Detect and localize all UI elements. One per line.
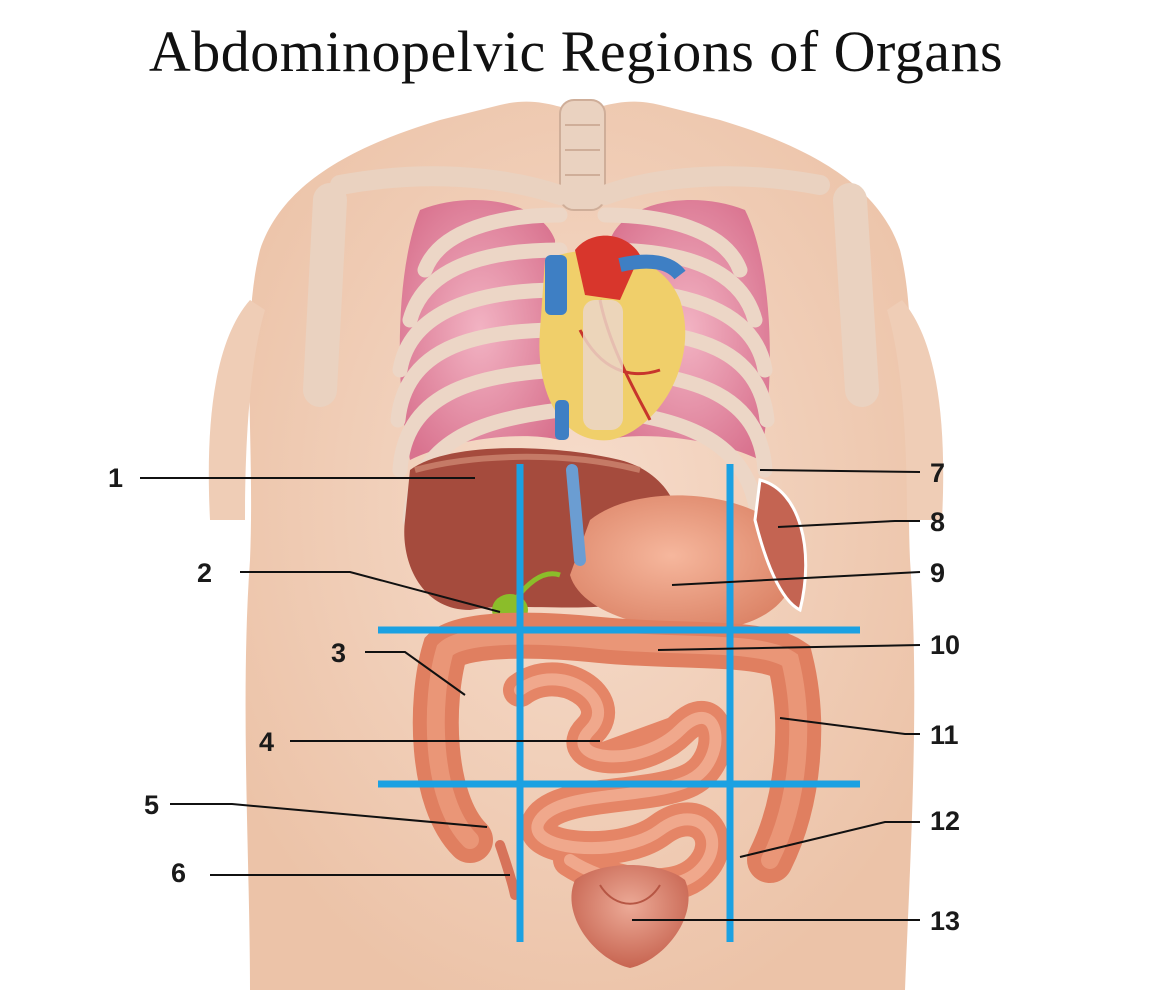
label-4: 4 xyxy=(259,727,274,757)
region-labels: 1 2 3 4 5 6 7 8 9 10 11 12 13 xyxy=(108,458,960,936)
leader-lines xyxy=(140,469,921,921)
leader-line-9 xyxy=(671,571,921,586)
esophagus xyxy=(566,464,586,566)
label-8: 8 xyxy=(930,507,945,537)
label-13: 13 xyxy=(930,906,960,936)
appendix xyxy=(495,840,520,900)
label-6: 6 xyxy=(171,858,186,888)
label-2: 2 xyxy=(197,558,212,588)
label-5: 5 xyxy=(144,790,159,820)
heart xyxy=(539,235,686,441)
label-10: 10 xyxy=(930,630,960,660)
label-11: 11 xyxy=(930,720,959,750)
leader-line-10 xyxy=(657,644,921,651)
label-3: 3 xyxy=(331,638,346,668)
spleen xyxy=(753,478,808,613)
label-7: 7 xyxy=(930,458,945,488)
leader-line-12 xyxy=(739,821,920,858)
leader-line-11 xyxy=(779,717,920,735)
leader-line-3 xyxy=(365,651,466,696)
leader-line-8 xyxy=(777,520,920,528)
large-intestine xyxy=(412,612,822,883)
leader-line-5 xyxy=(170,803,488,828)
clavicles xyxy=(303,166,879,407)
label-9: 9 xyxy=(930,558,945,588)
label-12: 12 xyxy=(930,806,960,836)
leader-line-7 xyxy=(759,469,921,473)
diagram-title: Abdominopelvic Regions of Organs xyxy=(148,19,1004,84)
urinary-bladder xyxy=(571,865,689,968)
spine xyxy=(559,99,606,211)
label-1: 1 xyxy=(108,463,123,493)
stomach xyxy=(570,495,796,630)
region-grid xyxy=(378,464,860,942)
leader-line-2 xyxy=(240,571,501,613)
